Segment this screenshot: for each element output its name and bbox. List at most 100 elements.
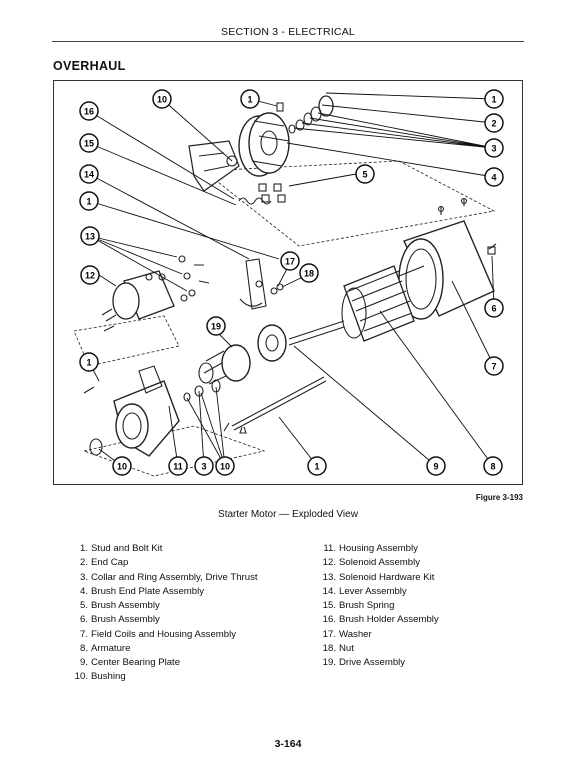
svg-text:1: 1 (491, 95, 496, 105)
part-number: 19. (322, 657, 336, 668)
svg-text:10: 10 (220, 462, 230, 472)
part-number: 4. (79, 585, 88, 597)
part-number: 13. (322, 571, 336, 583)
svg-text:3: 3 (491, 144, 496, 154)
callout-4: 4 (484, 167, 504, 187)
callout-1-right: 1 (484, 89, 504, 109)
parts-list-item: 16.Brush Holder Assembly (310, 613, 439, 627)
part-name: Armature (91, 642, 131, 654)
parts-list-item: 5.Brush Assembly (62, 599, 258, 613)
part-name: Solenoid Hardware Kit (339, 571, 435, 583)
parts-list-item: 3.Collar and Ring Assembly, Drive Thrust (62, 571, 258, 585)
svg-text:12: 12 (85, 271, 95, 281)
section-header: SECTION 3 - ELECTRICAL (221, 26, 355, 38)
callout-8: 8 (483, 456, 503, 476)
part-number: 3. (79, 571, 88, 583)
part-number: 10. (74, 671, 88, 683)
part-number: 14. (322, 585, 336, 597)
parts-list-item: 4.Brush End Plate Assembly (62, 585, 258, 599)
parts-list-item: 17.Washer (310, 628, 439, 642)
part-name: Field Coils and Housing Assembly (91, 628, 237, 640)
parts-list-item: 18.Nut (310, 642, 439, 656)
callout-10-top: 10 (152, 89, 172, 109)
parts-list-item: 1.Stud and Bolt Kit (62, 542, 258, 556)
svg-text:15: 15 (84, 139, 94, 149)
part-number: 7. (79, 628, 88, 640)
svg-text:3: 3 (201, 462, 206, 472)
callout-10-bottom-right: 10 (215, 456, 235, 476)
callout-9: 9 (426, 456, 446, 476)
callout-5: 5 (355, 164, 375, 184)
part-name: Collar and Ring Assembly, Drive Thrust (91, 571, 258, 583)
svg-text:10: 10 (157, 95, 167, 105)
parts-list-item: 2.End Cap (62, 556, 258, 570)
header-rule (52, 41, 524, 42)
callout-3-right: 3 (484, 138, 504, 158)
parts-list-right: 11.Housing Assembly 12.Solenoid Assembly… (310, 542, 439, 670)
svg-text:8: 8 (490, 462, 495, 472)
exploded-view-figure: 10 1 16 15 14 1 13 12 1 5 17 18 19 1 2 3… (53, 80, 523, 485)
callout-7: 7 (484, 356, 504, 376)
callout-1-left-upper: 1 (79, 191, 99, 211)
part-name: End Cap (91, 557, 129, 569)
svg-text:7: 7 (491, 362, 496, 372)
part-name: Brush End Plate Assembly (91, 585, 205, 597)
part-name: Lever Assembly (339, 585, 407, 597)
parts-list-item: 15.Brush Spring (310, 599, 439, 613)
part-number: 5. (79, 600, 88, 611)
part-name: Drive Assembly (339, 657, 406, 668)
parts-list-item: 14.Lever Assembly (310, 585, 439, 599)
part-name: Brush Assembly (91, 600, 160, 611)
svg-text:2: 2 (491, 119, 496, 129)
parts-list-item: 13.Solenoid Hardware Kit (310, 571, 439, 585)
callout-17: 17 (280, 251, 300, 271)
part-number: 17. (322, 628, 336, 640)
part-name: Brush Holder Assembly (339, 614, 439, 626)
part-name: Brush Spring (339, 600, 395, 611)
parts-list-left: 1.Stud and Bolt Kit 2.End Cap 3.Collar a… (62, 542, 258, 685)
part-number: 8. (79, 642, 88, 654)
svg-text:16: 16 (84, 107, 94, 117)
callout-1-top: 1 (240, 89, 260, 109)
page-heading: OVERHAUL (53, 59, 126, 73)
callout-1-bottom: 1 (307, 456, 327, 476)
svg-text:13: 13 (85, 232, 95, 242)
svg-text:10: 10 (117, 462, 127, 472)
page-number: 3-164 (274, 738, 302, 750)
part-name: Solenoid Assembly (339, 557, 421, 569)
parts-list-item: 6.Brush Assembly (62, 613, 258, 627)
figure-caption: Starter Motor — Exploded View (218, 509, 358, 520)
svg-text:11: 11 (173, 462, 183, 472)
callout-18: 18 (299, 263, 319, 283)
callout-1-left-lower: 1 (79, 352, 99, 372)
part-number: 1. (79, 543, 88, 554)
part-number: 2. (79, 557, 88, 569)
part-name: Nut (339, 642, 354, 654)
svg-text:4: 4 (491, 173, 496, 183)
callout-15: 15 (79, 133, 99, 153)
parts-list-item: 9.Center Bearing Plate (62, 656, 258, 670)
part-number: 16. (322, 614, 336, 626)
svg-text:5: 5 (362, 170, 367, 180)
parts-list-item: 8.Armature (62, 642, 258, 656)
part-name: Bushing (91, 671, 126, 683)
part-number: 15. (322, 600, 336, 611)
parts-list-item: 12.Solenoid Assembly (310, 556, 439, 570)
svg-text:6: 6 (491, 304, 496, 314)
callout-16: 16 (79, 101, 99, 121)
part-number: 9. (79, 657, 88, 668)
callout-10-bottom-left: 10 (112, 456, 132, 476)
part-number: 18. (322, 642, 336, 654)
svg-text:17: 17 (285, 257, 295, 267)
part-name: Center Bearing Plate (91, 657, 181, 668)
parts-list-item: 7.Field Coils and Housing Assembly (62, 628, 258, 642)
part-number: 6. (79, 614, 88, 626)
svg-text:19: 19 (211, 322, 221, 332)
callout-12: 12 (80, 265, 100, 285)
callout-2: 2 (484, 113, 504, 133)
callout-3-bottom: 3 (194, 456, 214, 476)
starter-motor-illustration: 10 1 16 15 14 1 13 12 1 5 17 18 19 1 2 3… (73, 89, 504, 477)
part-name: Washer (339, 628, 372, 640)
svg-text:14: 14 (84, 170, 94, 180)
part-number: 12. (322, 557, 336, 569)
